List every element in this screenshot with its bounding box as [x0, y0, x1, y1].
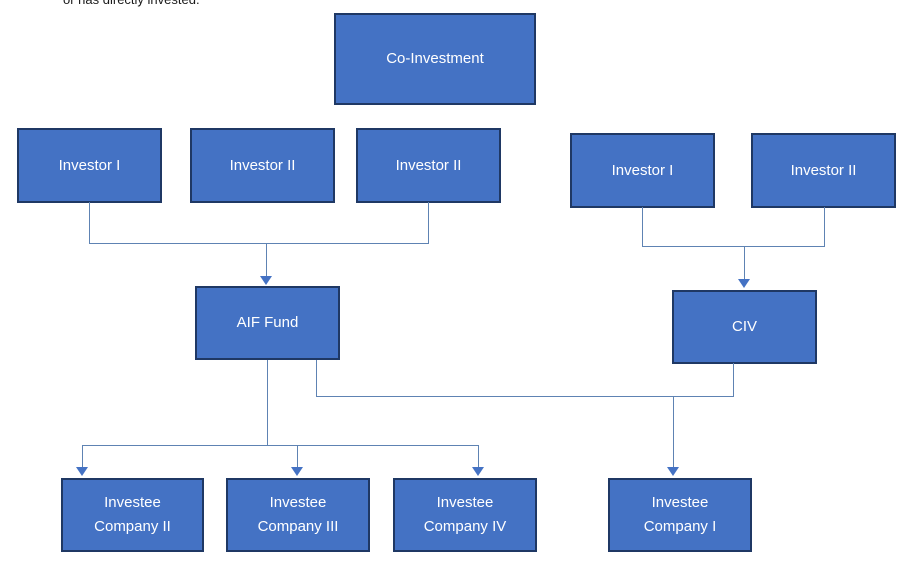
node-investee-company-4[interactable]: Investee Company IV	[393, 478, 537, 552]
node-label: Investor I	[611, 161, 674, 179]
node-investee-company-2[interactable]: Investee Company II	[61, 478, 204, 552]
node-investee-company-3[interactable]: Investee Company III	[226, 478, 370, 552]
connector-line	[824, 207, 825, 246]
node-label: Investee Company II	[94, 494, 171, 535]
node-investor-1-left[interactable]: Investor I	[17, 128, 162, 203]
node-label: Investor II	[229, 156, 296, 174]
node-label: Investee Company IV	[423, 494, 507, 535]
node-investee-company-1[interactable]: Investee Company I	[608, 478, 752, 552]
node-aif-fund[interactable]: AIF Fund	[195, 286, 340, 360]
node-co-investment[interactable]: Co-Investment	[334, 13, 536, 105]
connector-line	[642, 207, 643, 246]
connector-line	[82, 445, 83, 468]
node-civ[interactable]: CIV	[672, 290, 817, 364]
connector-line	[267, 360, 268, 445]
node-label: Investor I	[58, 156, 121, 174]
node-label: Investor II	[790, 161, 857, 179]
connector-line	[89, 243, 429, 244]
node-label: AIF Fund	[236, 314, 299, 331]
node-investor-1-right[interactable]: Investor I	[570, 133, 715, 208]
arrowhead-down-icon	[667, 467, 679, 476]
arrowhead-down-icon	[260, 276, 272, 285]
connector-line	[733, 363, 734, 396]
node-label: Investee Company III	[257, 494, 339, 535]
arrowhead-down-icon	[738, 279, 750, 288]
node-label: CIV	[731, 318, 757, 335]
connector-line	[89, 202, 90, 243]
connector-line	[82, 445, 479, 446]
connector-line	[478, 445, 479, 468]
arrowhead-down-icon	[76, 467, 88, 476]
node-label: Investee Company I	[643, 494, 717, 535]
connector-line	[316, 396, 734, 397]
node-label: Investor II	[395, 156, 462, 174]
connector-line	[266, 243, 267, 276]
node-investor-2-right[interactable]: Investor II	[751, 133, 896, 208]
node-label: Co-Investment	[386, 50, 484, 67]
connector-line	[316, 360, 317, 396]
connector-line	[642, 246, 825, 247]
connector-line	[428, 202, 429, 243]
node-investor-3-left[interactable]: Investor II	[356, 128, 501, 203]
connector-line	[297, 445, 298, 468]
connector-line	[673, 396, 674, 468]
arrowhead-down-icon	[291, 467, 303, 476]
connector-line	[744, 246, 745, 279]
arrowhead-down-icon	[472, 467, 484, 476]
node-investor-2-left[interactable]: Investor II	[190, 128, 335, 203]
clipped-caption: or has directly invested.	[63, 0, 200, 7]
